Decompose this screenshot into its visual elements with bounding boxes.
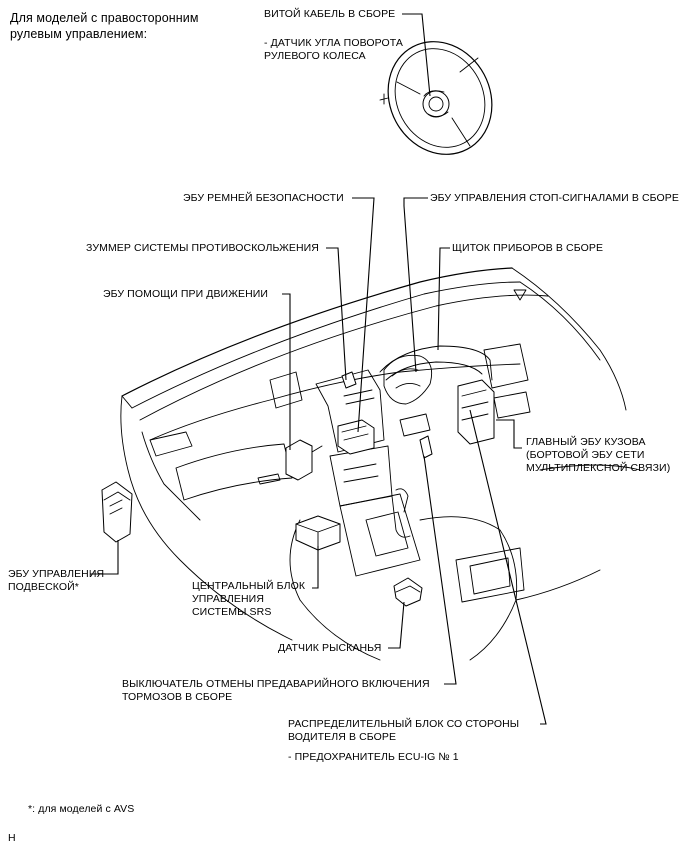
- header-line-2: рулевым управлением:: [10, 27, 148, 41]
- main-body-ecu-part: [457, 379, 495, 445]
- corner-code: H: [8, 832, 16, 844]
- callout-spiral-cable: ВИТОЙ КАБЕЛЬ В СБОРЕ: [264, 8, 396, 20]
- callout-srs-unit-3: СИСТЕМЫ SRS: [192, 606, 272, 618]
- callout-suspension-ecu-2: ПОДВЕСКОЙ*: [8, 581, 79, 593]
- yaw-sensor-part: [393, 577, 423, 607]
- components: [101, 354, 495, 607]
- callout-combination-meter: ЩИТОК ПРИБОРОВ В СБОРЕ: [452, 242, 604, 254]
- callout-suspension-ecu-1: ЭБУ УПРАВЛЕНИЯ: [8, 568, 105, 580]
- dashboard-drawing: [120, 267, 641, 661]
- callout-yaw-sensor: ДАТЧИК РЫСКАНЬЯ: [278, 642, 382, 654]
- suspension-ecu-part: [101, 481, 133, 543]
- buzzer-part: [341, 371, 357, 389]
- callout-srs-unit-1: ЦЕНТРАЛЬНЫЙ БЛОК: [192, 580, 306, 592]
- callout-seatbelt-ecu: ЭБУ РЕМНЕЙ БЕЗОПАСНОСТИ: [183, 192, 344, 204]
- header-line-1: Для моделей с правосторонним: [10, 11, 199, 25]
- callout-main-body-ecu-1: ГЛАВНЫЙ ЭБУ КУЗОВА: [526, 436, 646, 448]
- callout-srs-unit-2: УПРАВЛЕНИЯ: [192, 593, 265, 605]
- callout-stop-lamp-ecu: ЭБУ УПРАВЛЕНИЯ СТОП-СИГНАЛАМИ В СБОРЕ: [430, 192, 679, 204]
- callout-main-body-ecu-2: (БОРТОВОЙ ЭБУ СЕТИ: [526, 449, 645, 461]
- driving-support-ecu-part: [285, 439, 313, 481]
- callout-steering-sensor-1: - ДАТЧИК УГЛА ПОВОРОТА: [264, 37, 404, 49]
- footnote: *: для моделей с AVS: [28, 803, 135, 815]
- steering-wheel-drawing: [379, 41, 493, 155]
- callout-driving-support-ecu: ЭБУ ПОМОЩИ ПРИ ДВИЖЕНИИ: [103, 288, 269, 300]
- junction-block-part: [419, 435, 433, 459]
- callout-junction-fuse: - ПРЕДОХРАНИТЕЛЬ ECU-IG № 1: [288, 751, 459, 763]
- callout-pcs-switch-2: ТОРМОЗОВ В СБОРЕ: [122, 691, 233, 703]
- callout-steering-sensor-2: РУЛЕВОГО КОЛЕСА: [264, 50, 366, 62]
- callout-junction-block-1: РАСПРЕДЕЛИТЕЛЬНЫЙ БЛОК СО СТОРОНЫ: [288, 718, 520, 730]
- callout-main-body-ecu-3: МУЛЬТИПЛЕКСНОЙ СВЯЗИ): [526, 462, 671, 474]
- callout-collision-buzzer: ЗУММЕР СИСТЕМЫ ПРОТИВОСКОЛЬЖЕНИЯ: [86, 242, 319, 254]
- callout-junction-block-2: ВОДИТЕЛЯ В СБОРЕ: [288, 731, 397, 743]
- callout-pcs-switch-1: ВЫКЛЮЧАТЕЛЬ ОТМЕНЫ ПРЕДАВАРИЙНОГО ВКЛЮЧЕ…: [122, 678, 430, 690]
- leader-lines: [90, 13, 547, 725]
